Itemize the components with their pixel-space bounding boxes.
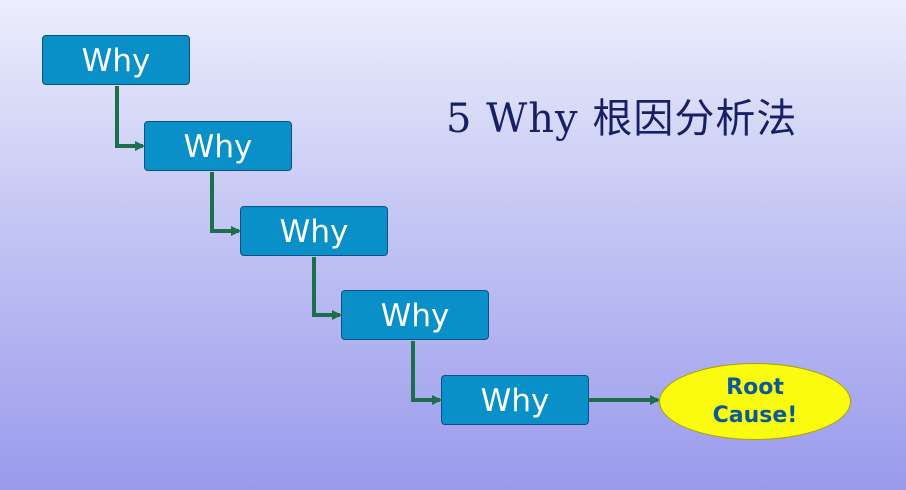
connector-2-to-3 xyxy=(210,172,241,236)
root-cause-ellipse: Root Cause! xyxy=(659,363,851,440)
why-step-5: Why xyxy=(441,375,589,425)
why-step-2: Why xyxy=(144,121,292,171)
why-step-3: Why xyxy=(240,206,388,256)
why-step-1: Why xyxy=(42,35,190,85)
diagram-title: 5 Why 根因分析法 xyxy=(446,96,798,142)
root-cause-line-2: Cause! xyxy=(712,402,798,428)
why-step-4: Why xyxy=(341,290,489,340)
connector-4-to-5 xyxy=(411,341,442,405)
root-cause-line-1: Root xyxy=(726,374,784,400)
connector-1-to-2 xyxy=(115,86,145,151)
connector-3-to-4 xyxy=(312,257,342,320)
